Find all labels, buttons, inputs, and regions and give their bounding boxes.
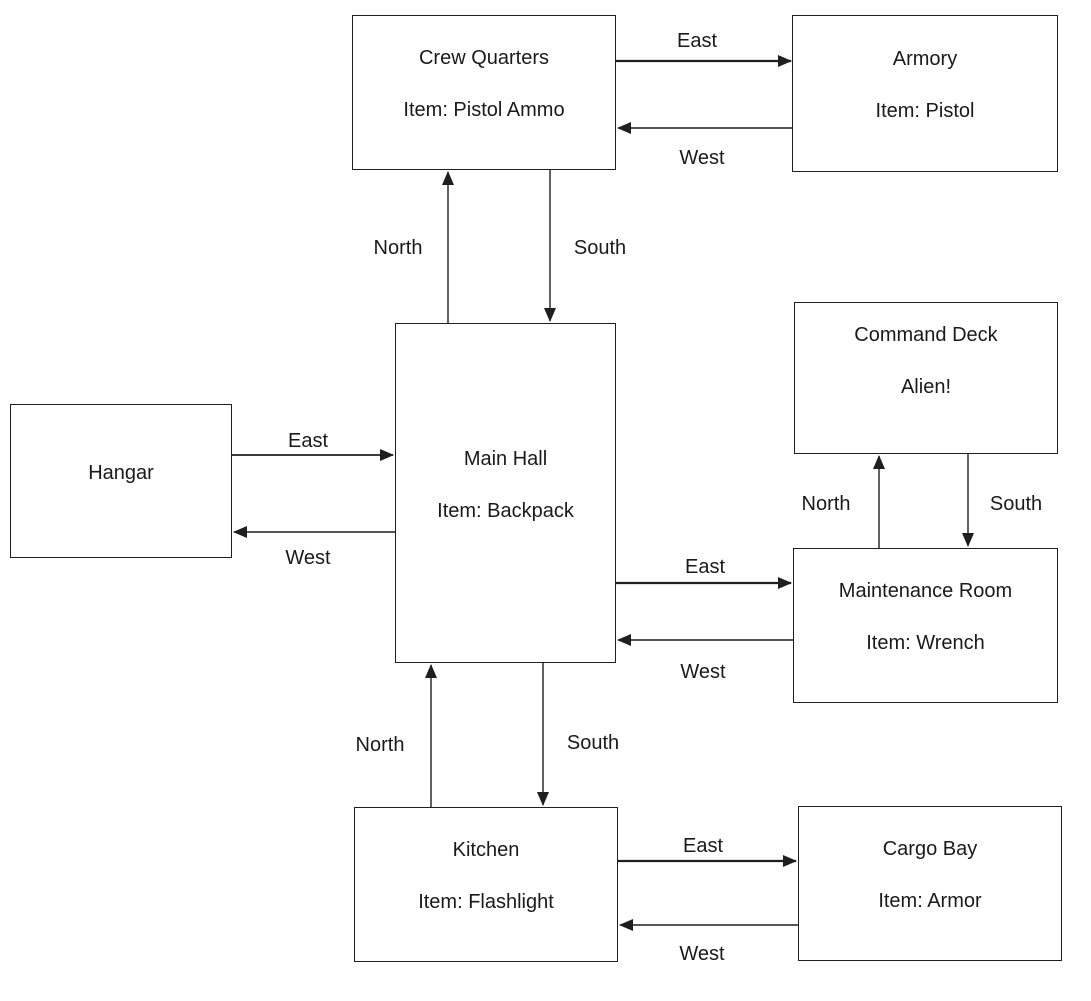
room-title: Hangar [88, 461, 154, 484]
room-item-label: Item: Armor [878, 890, 982, 912]
room-title: Crew Quarters [418, 47, 550, 69]
room-title: Kitchen [452, 839, 520, 861]
edge-label-main-hall-to-crew-quarters: North [373, 237, 423, 259]
room-title: Main Hall [463, 447, 548, 470]
room-item-label: Item: Backpack [437, 499, 574, 522]
room-item-label: Item: Flashlight [418, 891, 554, 913]
room-text: Crew Quarters Item: Pistol Ammo [403, 48, 564, 121]
edge-label-cargo-bay-to-kitchen: West [679, 943, 725, 965]
edge-label-crew-quarters-to-armory: East [676, 30, 718, 52]
room-title: Armory [892, 48, 958, 70]
room-item-label: Item: Pistol [875, 100, 975, 122]
room-text: Armory Item: Pistol [876, 49, 975, 122]
room-text: Main Hall Item: Backpack [437, 447, 574, 522]
room-box-kitchen: Kitchen Item: Flashlight [354, 807, 618, 962]
room-alert-label: Alien! [900, 375, 951, 398]
edge-label-maintenance-room-to-command-deck: North [801, 493, 851, 515]
room-box-cargo-bay: Cargo Bay Item: Armor [798, 806, 1062, 961]
room-item-label: Item: Pistol Ammo [403, 99, 565, 121]
edge-label-maintenance-room-to-main-hall: West [680, 661, 726, 683]
room-text: Maintenance Room Item: Wrench [839, 581, 1012, 654]
room-box-maintenance-room: Maintenance Room Item: Wrench [793, 548, 1058, 703]
edge-label-crew-quarters-to-main-hall: South [573, 237, 627, 259]
edge-label-main-hall-to-hangar: West [285, 547, 331, 569]
edge-label-main-hall-to-kitchen: South [566, 732, 620, 754]
edge-label-armory-to-crew-quarters: West [679, 147, 725, 169]
edge-label-main-hall-to-maintenance-room: East [684, 556, 726, 578]
room-text: Command Deck Alien! [854, 323, 998, 398]
room-item-label: Item: Wrench [866, 632, 985, 654]
room-text: Hangar [88, 461, 154, 484]
room-text: Kitchen Item: Flashlight [418, 840, 554, 913]
edge-label-hangar-to-main-hall: East [287, 430, 329, 452]
room-title: Cargo Bay [882, 838, 978, 860]
room-box-hangar: Hangar [10, 404, 232, 558]
room-box-armory: Armory Item: Pistol [792, 15, 1058, 172]
edge-label-command-deck-to-maintenance-room: South [989, 493, 1043, 515]
edge-label-kitchen-to-main-hall: North [355, 734, 405, 756]
room-title: Command Deck [854, 323, 998, 346]
room-box-crew-quarters: Crew Quarters Item: Pistol Ammo [352, 15, 616, 170]
room-title: Maintenance Room [838, 580, 1013, 602]
room-box-command-deck: Command Deck Alien! [794, 302, 1058, 454]
room-text: Cargo Bay Item: Armor [878, 839, 981, 912]
edge-label-kitchen-to-cargo-bay: East [682, 835, 724, 857]
room-box-main-hall: Main Hall Item: Backpack [395, 323, 616, 663]
